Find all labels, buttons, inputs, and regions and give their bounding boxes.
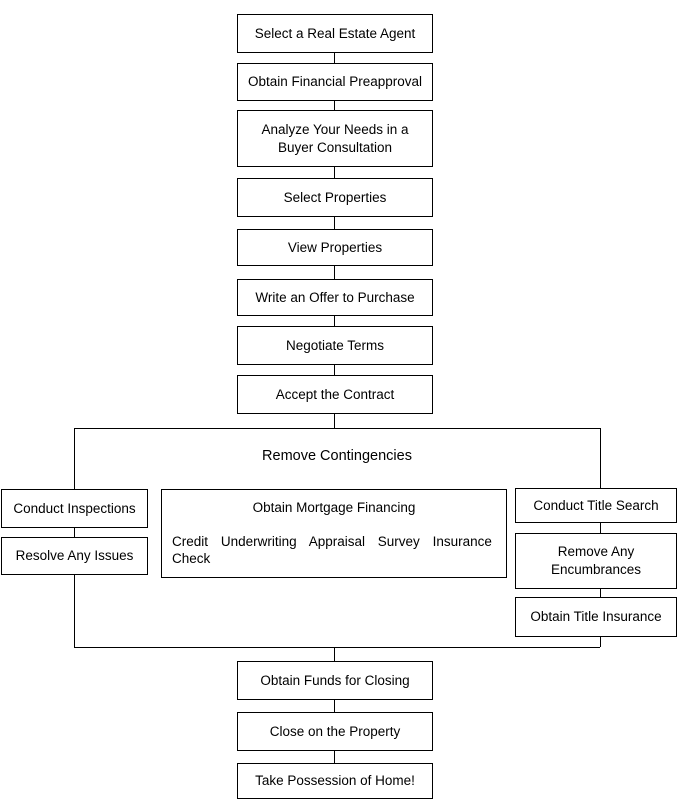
mortgage-item: Underwriting (220, 534, 297, 549)
mortgage-item: Check (172, 551, 211, 566)
step-title-insurance: Obtain Title Insurance (515, 597, 677, 637)
connector (334, 167, 335, 178)
step-label: Obtain Funds for Closing (260, 672, 410, 688)
step-view-properties: View Properties (237, 229, 433, 266)
step-label: Remove Any Encumbrances (550, 544, 642, 577)
mortgage-financing-items: Credit Underwriting Appraisal Survey Ins… (172, 533, 496, 567)
step-label: Negotiate Terms (285, 337, 385, 353)
step-accept-contract: Accept the Contract (237, 375, 433, 414)
step-label: View Properties (287, 239, 383, 255)
connector (334, 647, 335, 661)
step-title-search: Conduct Title Search (515, 488, 677, 523)
step-label: Conduct Inspections (13, 500, 136, 516)
connector (74, 428, 75, 489)
connector (600, 428, 601, 488)
step-label: Close on the Property (269, 723, 401, 739)
step-label: Analyze Your Needs in a Buyer Consultati… (261, 121, 409, 155)
mortgage-item: Appraisal (308, 534, 365, 549)
step-financial-preapproval: Obtain Financial Preapproval (237, 63, 433, 101)
connector (334, 217, 335, 229)
step-remove-encumbrances: Remove Any Encumbrances (515, 533, 677, 589)
step-label: Obtain Financial Preapproval (247, 74, 423, 89)
step-negotiate-terms: Negotiate Terms (237, 326, 433, 365)
step-buyer-consultation: Analyze Your Needs in a Buyer Consultati… (237, 110, 433, 167)
step-label: Obtain Title Insurance (530, 609, 662, 624)
connector (334, 700, 335, 712)
step-label: Write an Offer to Purchase (255, 289, 415, 305)
step-close-property: Close on the Property (237, 712, 433, 751)
step-obtain-funds: Obtain Funds for Closing (237, 661, 433, 700)
step-resolve-issues: Resolve Any Issues (1, 537, 148, 575)
connector (74, 428, 600, 429)
connector (334, 751, 335, 763)
step-select-agent: Select a Real Estate Agent (237, 14, 433, 53)
connector (600, 637, 601, 647)
mortgage-financing-title: Obtain Mortgage Financing (252, 500, 416, 515)
connector (74, 575, 75, 647)
connector (600, 523, 601, 533)
step-take-possession: Take Possession of Home! (237, 763, 433, 799)
connector (334, 101, 335, 110)
mortgage-item: Credit (172, 534, 209, 549)
contingencies-title: Remove Contingencies (262, 448, 412, 464)
step-conduct-inspections: Conduct Inspections (1, 489, 148, 528)
step-label: Resolve Any Issues (15, 548, 134, 563)
mortgage-item: Survey (377, 534, 420, 549)
step-label: Conduct Title Search (533, 497, 659, 513)
step-label: Select Properties (283, 189, 387, 205)
connector (74, 528, 75, 537)
step-select-properties: Select Properties (237, 178, 433, 217)
step-label: Accept the Contract (275, 386, 395, 402)
mortgage-financing-box: Obtain Mortgage Financing Credit Underwr… (161, 489, 507, 578)
connector (74, 647, 600, 648)
connector (334, 316, 335, 326)
connector (334, 266, 335, 279)
connector (334, 53, 335, 63)
step-write-offer: Write an Offer to Purchase (237, 279, 433, 316)
step-label: Select a Real Estate Agent (254, 25, 416, 41)
connector (334, 414, 335, 428)
connector (334, 365, 335, 375)
mortgage-item: Insurance (432, 534, 492, 549)
connector (600, 589, 601, 597)
step-label: Take Possession of Home! (255, 773, 415, 788)
